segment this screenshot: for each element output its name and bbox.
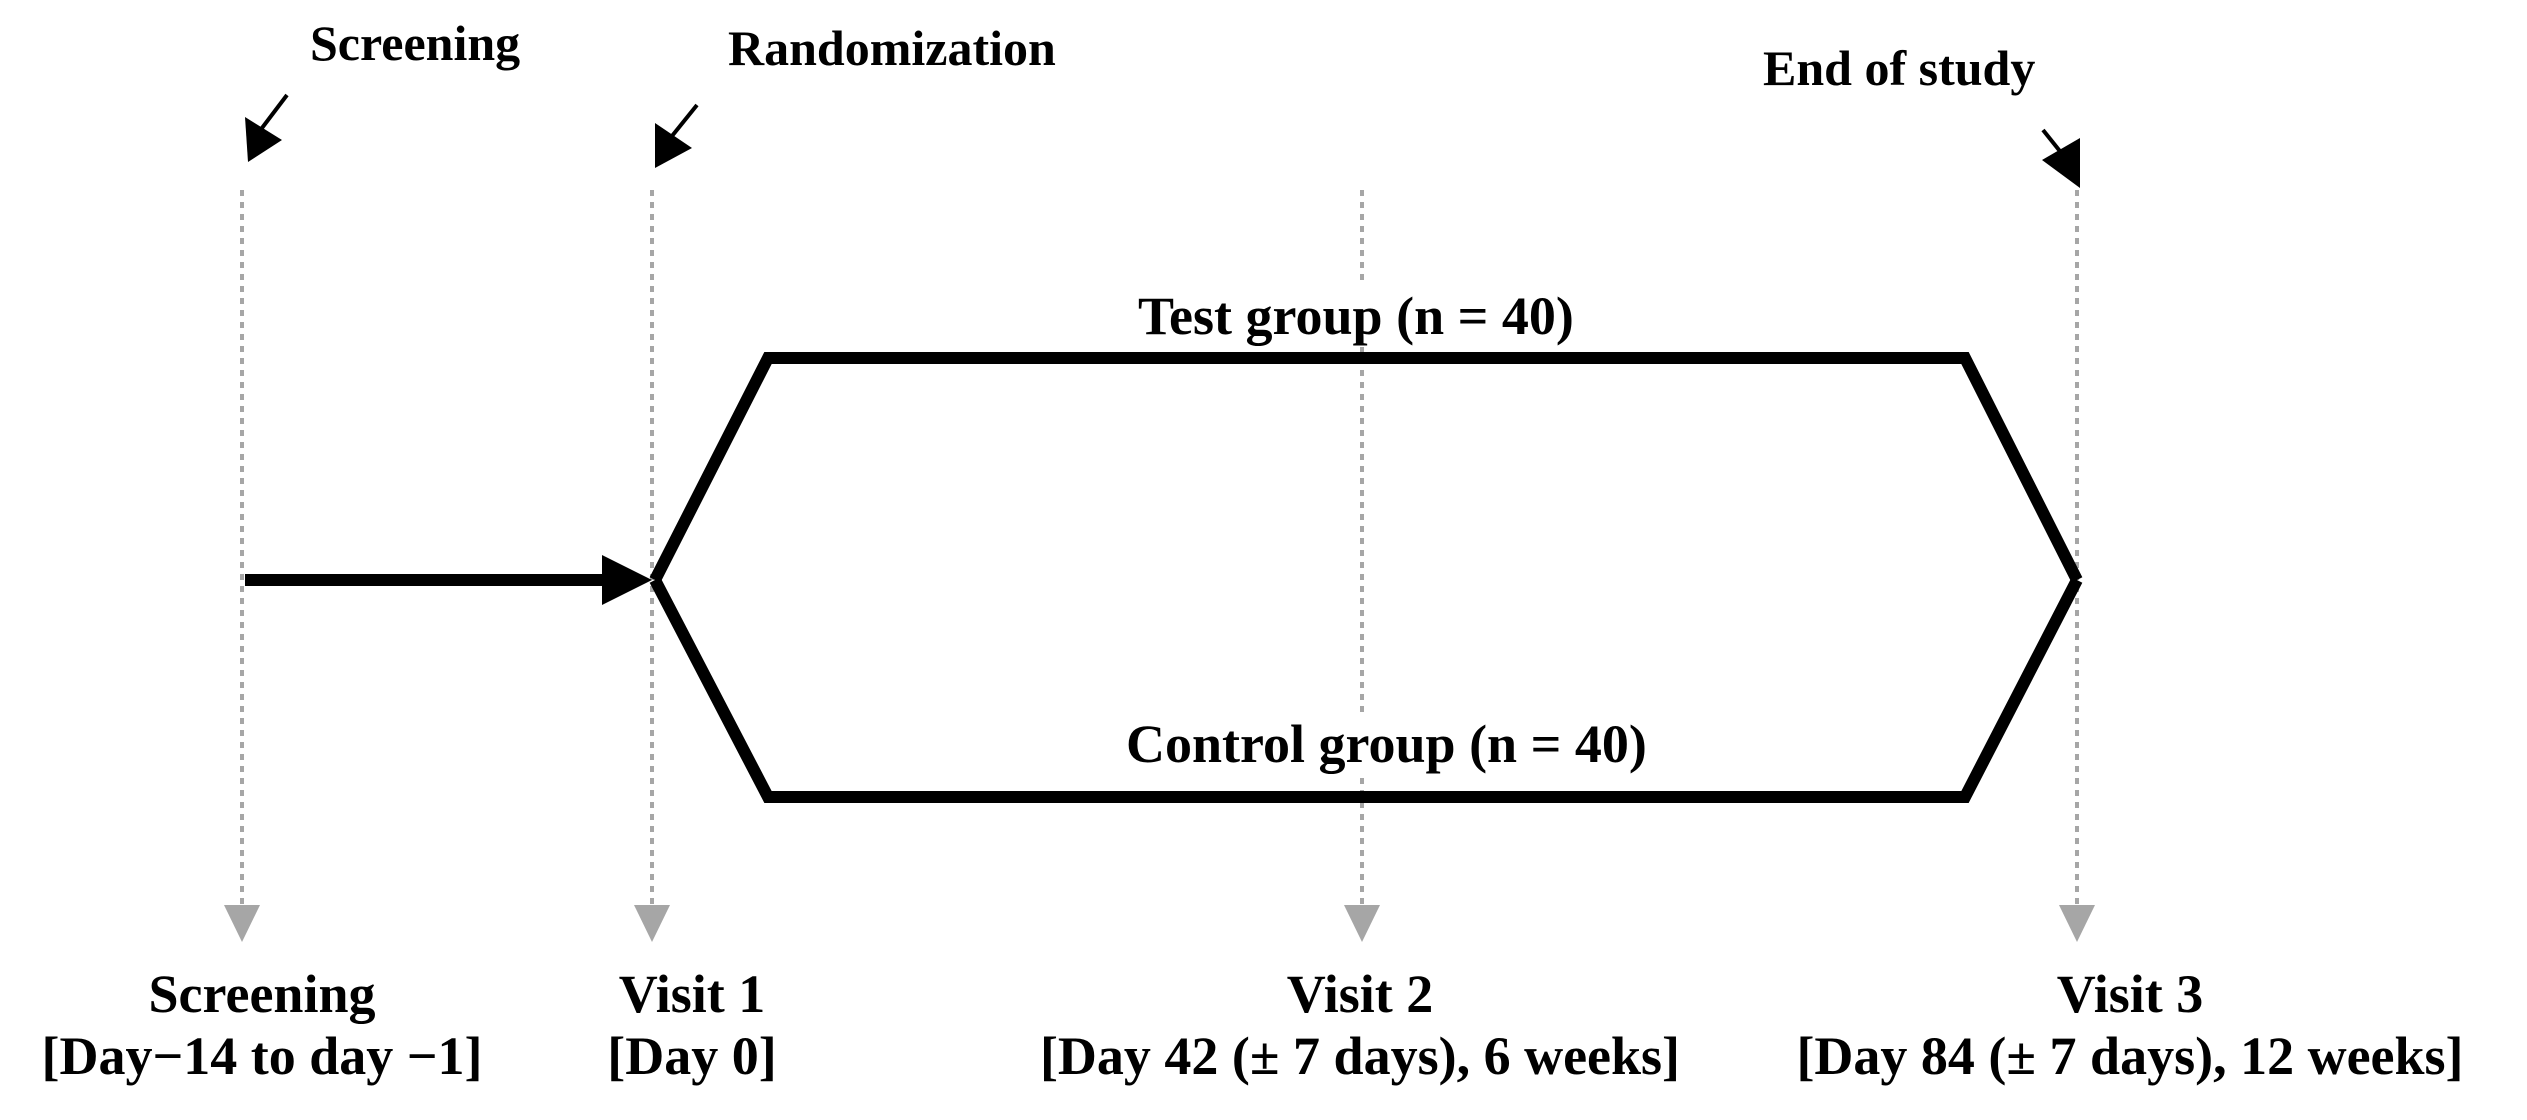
control-group-label: Control group (n = 40) — [1120, 713, 1653, 776]
screening-milestone-label: Screening — [310, 15, 521, 71]
visit-name: Visit 1 — [618, 964, 766, 1024]
screening-visit-label: Screening [Day−14 to day −1] — [41, 963, 482, 1087]
visit-window: [Day 84 (± 7 days), 12 weeks] — [1796, 1026, 2464, 1087]
end-of-study-pointer-head — [2042, 138, 2080, 188]
visit2-label: Visit 2 [Day 42 (± 7 days), 6 weeks] — [1040, 963, 1680, 1087]
visit-window: [Day 42 (± 7 days), 6 weeks] — [1039, 1026, 1681, 1087]
visit1-label: Visit 1 [Day 0] — [607, 963, 776, 1087]
visit-window: [Day 0] — [607, 1026, 777, 1087]
visit2-down-arrow — [1344, 905, 1380, 942]
screening-arrow-head — [602, 555, 652, 605]
test-group-label: Test group (n = 40) — [1132, 285, 1580, 348]
visit-name: Screening — [148, 964, 376, 1024]
visit-name: Visit 3 — [2056, 964, 2204, 1024]
visit-name: Visit 2 — [1286, 964, 1434, 1024]
screening-pointer-line — [260, 93, 289, 130]
end-of-study-milestone-label: End of study — [1763, 40, 2036, 96]
visit1-down-arrow — [634, 905, 670, 942]
visit3-label: Visit 3 [Day 84 (± 7 days), 12 weeks] — [1796, 963, 2463, 1087]
screening-down-arrow — [224, 905, 260, 942]
screening-pointer-head — [245, 117, 282, 162]
randomization-milestone-label: Randomization — [728, 20, 1056, 76]
control-group-arm — [649, 577, 2083, 803]
randomization-pointer-line — [670, 103, 699, 138]
visit3-down-arrow — [2059, 905, 2095, 942]
randomization-pointer-head — [655, 123, 692, 168]
visit-window: [Day−14 to day −1] — [41, 1026, 483, 1087]
test-group-arm — [649, 352, 2083, 583]
